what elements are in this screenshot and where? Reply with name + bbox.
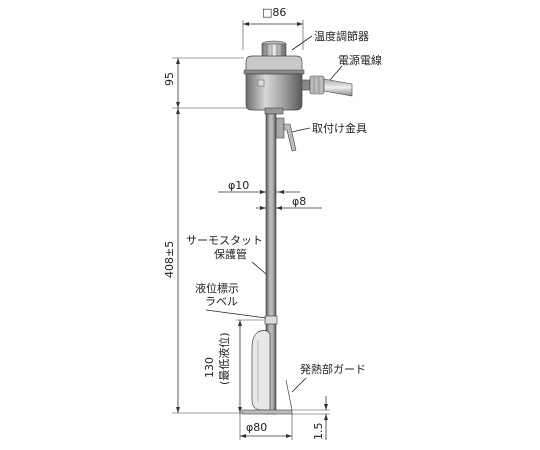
mounting-bracket-label: 取付け金具: [312, 121, 367, 135]
box-width-label: □86: [262, 6, 286, 19]
power-cable-label: 電源電線: [338, 53, 382, 67]
min-level-note: (最低液位): [217, 332, 231, 385]
level-label-text-1: 液位標示: [195, 281, 239, 295]
mounting-bracket: [275, 117, 297, 152]
base-thickness-label: 1.5: [312, 423, 325, 441]
total-height-dimension: 408±5: [163, 108, 262, 414]
heating-element: [251, 330, 271, 411]
callout-mounting-bracket: 取付け金具: [291, 121, 367, 135]
min-level-label: 130: [203, 357, 216, 378]
inner-diameter-label: φ8: [292, 195, 306, 208]
min-level-dimension: 130 (最低液位): [203, 319, 268, 413]
heater-guard-label: 発熱部ガード: [300, 362, 366, 376]
thermostat-knob: [261, 40, 287, 59]
thermostat-regulator-label: 温度調節器: [314, 29, 369, 43]
guard-diameter-dimension: φ80: [239, 413, 293, 440]
callout-thermostat-tube: サーモスタット 保護管: [186, 234, 267, 275]
level-label-text-2: ラベル: [205, 295, 238, 308]
thermostat-tube-label-1: サーモスタット: [186, 234, 263, 247]
box-width-dimension: □86: [242, 6, 304, 50]
base-thickness-dimension: 1.5: [292, 396, 330, 440]
outer-diameter-label: φ10: [228, 179, 249, 192]
callout-power-cable: 電源電線: [329, 53, 382, 81]
total-height-label: 408±5: [163, 241, 176, 278]
level-label-plate: [264, 315, 278, 325]
callout-heater-guard: 発熱部ガード: [291, 362, 366, 393]
outer-diameter-dimension: φ10: [218, 179, 300, 194]
thermostat-box: [243, 55, 305, 115]
thermostat-tube-label-2: 保護管: [214, 247, 247, 261]
top-height-label: 95: [163, 72, 176, 86]
guard-diameter-label: φ80: [246, 421, 267, 434]
callout-thermostat-regulator: 温度調節器: [291, 29, 369, 51]
callout-level-label: 液位標示 ラベル: [195, 281, 267, 319]
power-cable: [301, 75, 353, 97]
heater-guard: [241, 379, 293, 415]
